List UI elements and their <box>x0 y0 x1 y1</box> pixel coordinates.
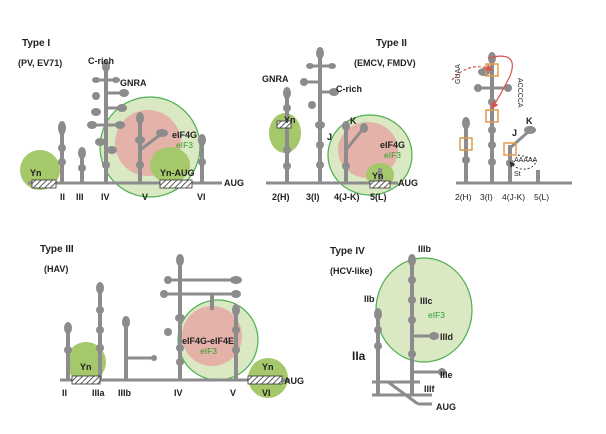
type2-k-label: K <box>350 116 357 126</box>
type2-gnra-label: GNRA <box>262 74 289 84</box>
type2-subtitle: (EMCV, FMDV) <box>354 58 416 68</box>
type1-gnra-label: GNRA <box>120 78 147 88</box>
type2-panel: Type II (EMCV, FMDV) <box>262 38 418 202</box>
type4-eif3-label: eIF3 <box>428 310 445 320</box>
type1-yn-label: Yn <box>30 168 42 178</box>
type3-title: Type III <box>40 244 74 255</box>
type3-eif3-label: eIF3 <box>200 346 217 356</box>
type2-st-label: St <box>514 171 521 178</box>
type2-eif3-label: eIF3 <box>384 150 401 160</box>
type3-domain-iv: IV <box>174 388 183 398</box>
type4-subtitle: (HCV-like) <box>330 266 373 276</box>
type4-eif3-oval <box>375 257 473 363</box>
type2-domain-2h: 2(H) <box>272 192 290 202</box>
type3-yn-circle <box>66 342 106 382</box>
type1-domain-iii: III <box>76 192 84 202</box>
type1-domain-ii: II <box>60 192 65 202</box>
type4-iia-label: IIa <box>352 349 366 363</box>
type4-iiid-label: IIId <box>440 332 453 342</box>
type2-detail-arrow-2 <box>487 55 513 109</box>
type3-panel: Type III (HAV) <box>40 244 304 398</box>
type2-title: Type II <box>376 38 407 49</box>
type1-subtitle: (PV, EV71) <box>18 58 62 68</box>
type1-c-rich-label: C-rich <box>88 56 114 66</box>
type2-detail-domain-4jk: 4(J-K) <box>502 192 525 202</box>
type2-domain-3i: 3(I) <box>306 192 320 202</box>
type4-iib-label: IIb <box>364 294 375 304</box>
type2-aaaa-seq: AAAAA <box>514 157 538 164</box>
type3-eif4g-pink <box>182 306 242 366</box>
type2-yn-aug-box <box>369 180 391 189</box>
type2-eif4g-label: eIF4G <box>380 140 405 150</box>
type2-accc-seq: ACCCCA <box>516 78 523 108</box>
type2-detail-domain-3i: 3(I) <box>480 192 493 202</box>
type4-iiic-label: IIIc <box>420 296 433 306</box>
type2-detail-arrow-1 <box>451 64 494 81</box>
type1-yn-aug-box <box>159 179 193 189</box>
type2-yn-label: Yn <box>284 115 296 125</box>
type2-detail-domain-5l: 5(L) <box>534 192 549 202</box>
type2-yn-small-label: Yn <box>372 171 384 181</box>
type3-subtitle: (HAV) <box>44 264 68 274</box>
type3-domain-iiia: IIIa <box>92 388 106 398</box>
type2-detail-domain-2h: 2(H) <box>455 192 472 202</box>
type1-yn-aug-label: Yn-AUG <box>160 168 195 178</box>
type3-yn-label: Yn <box>80 362 92 372</box>
type1-aug-label: AUG <box>224 178 244 188</box>
type2-domain-4jk: 4(J-K) <box>334 192 360 202</box>
type2-detail-box-2h <box>459 137 473 151</box>
type1-domain-iv: IV <box>101 192 110 202</box>
type1-yn-aug-circle <box>150 147 190 183</box>
type4-panel: Type IV (HCV-like) IIIb IIIc eIF3 IIId I… <box>330 244 473 412</box>
type3-domain-ii: II <box>62 388 67 398</box>
type1-domain-vi: VI <box>197 192 206 202</box>
type4-iiib-label: IIIb <box>418 244 432 254</box>
type3-domain-iiib: IIIb <box>118 388 132 398</box>
type2-j-label: J <box>327 132 332 142</box>
type4-aug-label: AUG <box>436 402 456 412</box>
type2-detail-arrow-3 <box>509 154 536 170</box>
type3-domain-vi: VI <box>262 388 271 398</box>
type2-detail-panel: GUAA ACCCCA AAAAA St J K 2(H) 3(I) 4(J-K… <box>451 52 572 202</box>
type1-panel: Type I (PV, EV71) <box>18 38 244 202</box>
type2-detail-j-label: J <box>512 128 517 138</box>
type3-eif4g-eif4e-label: eIF4G-eIF4E <box>182 336 234 346</box>
type1-eif3-label: eIF3 <box>176 140 193 150</box>
type4-title: Type IV <box>330 246 365 257</box>
type1-yn-box <box>31 179 57 189</box>
type2-c-rich-label: C-rich <box>336 84 362 94</box>
type2-detail-box-mid <box>485 109 499 123</box>
type2-detail-k-label: K <box>526 116 533 126</box>
type4-iiif-label: IIIf <box>424 384 436 394</box>
type1-title: Type I <box>22 38 50 49</box>
type2-domain-5l: 5(L) <box>370 192 387 202</box>
type3-aug-label: AUG <box>284 376 304 386</box>
type3-yn-aug-box <box>247 375 283 385</box>
type3-domain-v: V <box>230 388 236 398</box>
type3-yn2-label: Yn <box>262 362 274 372</box>
type2-gnra-seq: GUAA <box>455 64 462 84</box>
type2-aug-label: AUG <box>398 178 418 188</box>
type3-yn-box <box>71 375 101 385</box>
type1-domain-v: V <box>142 192 148 202</box>
type4-iiie-label: IIIe <box>440 370 453 380</box>
type2-yn-box <box>276 120 292 129</box>
type2-detail-box-4jk <box>503 142 517 156</box>
type1-eif4g-label: eIF4G <box>172 130 197 140</box>
